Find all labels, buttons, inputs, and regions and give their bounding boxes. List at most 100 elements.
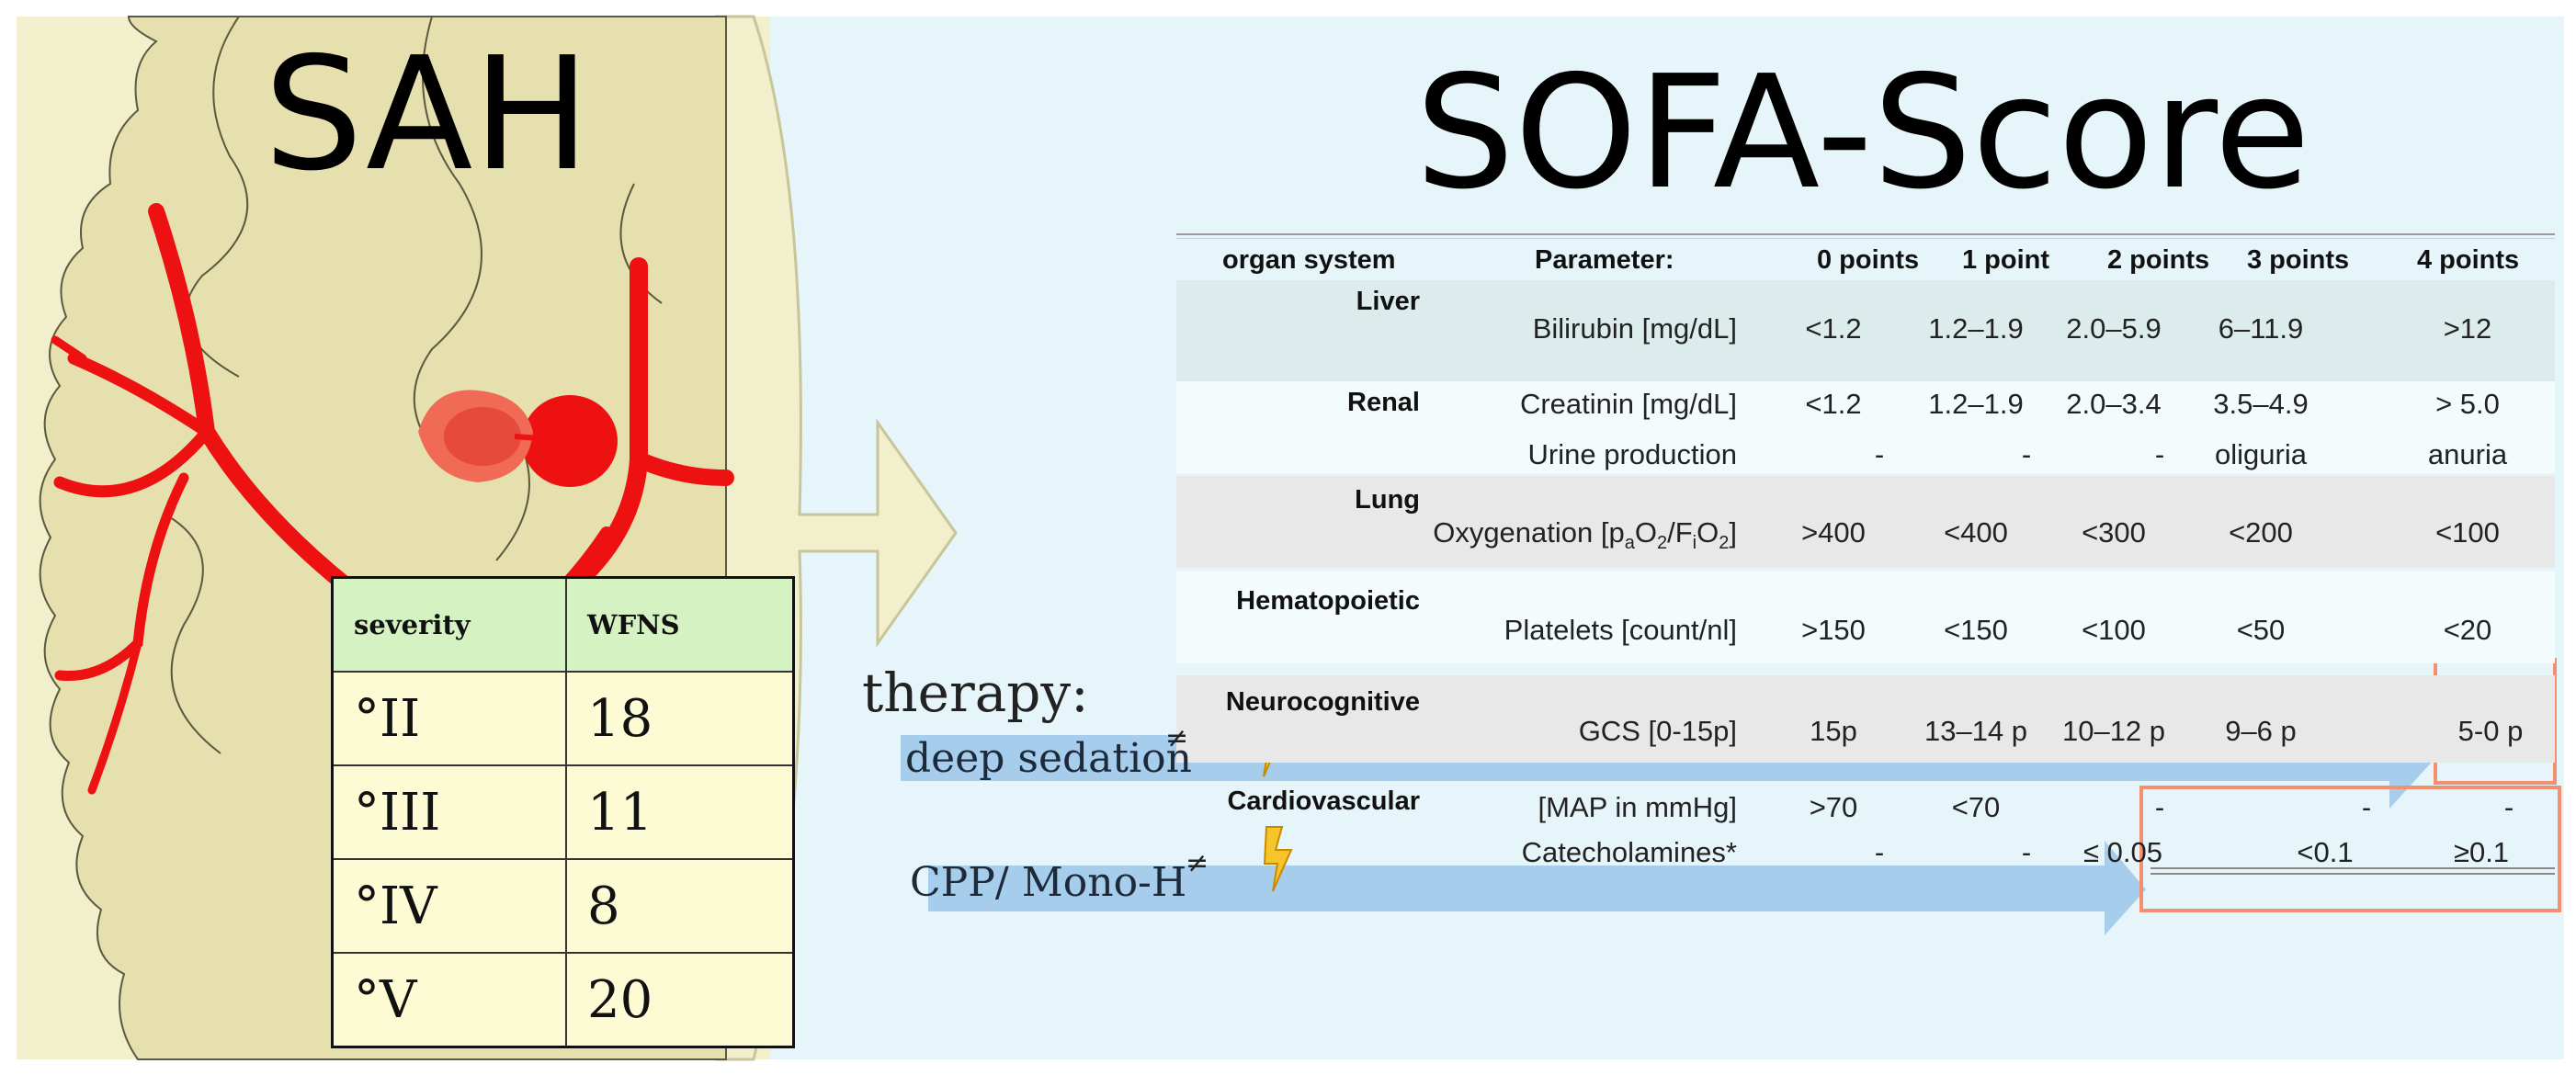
wfns-table: severity WFNS °II 18 °III 11 °IV 8 °V 20 bbox=[331, 576, 795, 1048]
value: 15p bbox=[1810, 715, 1857, 747]
param-gcs: GCS [0-15p] bbox=[1578, 715, 1737, 747]
wfns-severity: °IV bbox=[331, 858, 567, 954]
therapy-cpp-label: CPP/ Mono-H bbox=[910, 859, 1187, 906]
wfns-row: °II 18 bbox=[331, 671, 795, 766]
not-equal-mark: ≠ bbox=[1186, 847, 1209, 879]
wfns-value: 8 bbox=[565, 858, 795, 954]
value: <100 bbox=[2082, 614, 2146, 646]
value: > 5.0 bbox=[2435, 388, 2500, 420]
not-equal-mark: ≠ bbox=[1165, 722, 1189, 754]
col-header-parameter: Parameter: bbox=[1535, 245, 1674, 275]
wfns-header-row: severity WFNS bbox=[331, 576, 795, 673]
value: oliguria bbox=[2215, 438, 2307, 470]
value: - bbox=[2021, 836, 2032, 868]
value: 10–12 p bbox=[2061, 715, 2166, 747]
wfns-header-wfns: WFNS bbox=[565, 576, 795, 673]
param-creatinin: Creatinin [mg/dL] bbox=[1519, 388, 1737, 420]
param-urine: Urine production bbox=[1527, 438, 1737, 470]
organ-lung: Lung bbox=[1355, 485, 1420, 515]
value: - bbox=[2361, 791, 2372, 823]
gyrus-line bbox=[413, 16, 482, 479]
row-band-renal bbox=[1176, 381, 2555, 473]
value: - bbox=[2021, 438, 2032, 470]
row-band-hemato bbox=[1176, 571, 2555, 663]
gyrus-line bbox=[165, 514, 221, 754]
param-catecholamines: Catecholamines* bbox=[1521, 836, 1737, 868]
row-band-lung bbox=[1176, 476, 2555, 568]
value: <400 bbox=[1944, 516, 2008, 549]
lightning-bolt-icon bbox=[1263, 826, 1293, 892]
value: 9–6 p bbox=[2225, 715, 2297, 747]
wfns-row: °IV 8 bbox=[331, 858, 795, 954]
wfns-severity: °V bbox=[331, 952, 567, 1048]
wfns-severity: °II bbox=[331, 671, 567, 766]
table-bottom-line bbox=[2150, 867, 2555, 869]
hemorrhage-core bbox=[444, 407, 521, 466]
aneurysm-neck bbox=[514, 434, 552, 442]
col-header-4: 4 points bbox=[2417, 245, 2520, 275]
wfns-value: 11 bbox=[565, 764, 795, 860]
value: 3.5–4.9 bbox=[2213, 388, 2309, 420]
col-header-organ: organ system bbox=[1222, 245, 1396, 275]
organ-cardiovascular: Cardiovascular bbox=[1227, 786, 1420, 816]
value: 6–11.9 bbox=[2218, 312, 2304, 345]
value: <100 bbox=[2435, 516, 2500, 549]
param-oxygenation: Oxygenation [paO2/FiO2] bbox=[1433, 516, 1737, 554]
value: - bbox=[1874, 438, 1885, 470]
highlight-box-cardio bbox=[2139, 786, 2561, 912]
aneurysm bbox=[522, 395, 618, 487]
value: 5-0 p bbox=[2457, 715, 2524, 747]
col-header-1: 1 point bbox=[1962, 245, 2050, 275]
therapy-label: therapy: bbox=[862, 662, 1089, 724]
arteries bbox=[51, 203, 734, 795]
value: 1.2–1.9 bbox=[1928, 312, 2024, 345]
value: - bbox=[1874, 836, 1885, 868]
value: - bbox=[2154, 791, 2165, 823]
table-top-rule bbox=[1176, 233, 2555, 235]
value: 2.0–3.4 bbox=[2066, 388, 2162, 420]
col-header-0: 0 points bbox=[1817, 245, 1920, 275]
col-header-2: 2 points bbox=[2107, 245, 2210, 275]
therapy-sedation-label: deep sedation bbox=[905, 735, 1192, 782]
param-map: [MAP in mmHg] bbox=[1538, 791, 1737, 823]
row-band-liver bbox=[1176, 280, 2555, 381]
value: <1.2 bbox=[1805, 312, 1862, 345]
value: <300 bbox=[2082, 516, 2146, 549]
value: 1.2–1.9 bbox=[1928, 388, 2024, 420]
value: <0.1 bbox=[2297, 836, 2354, 868]
wfns-severity: °III bbox=[331, 764, 567, 860]
value: <1.2 bbox=[1805, 388, 1862, 420]
value: >70 bbox=[1809, 791, 1858, 823]
param-bilirubin: Bilirubin [mg/dL] bbox=[1532, 312, 1737, 345]
value: - bbox=[2503, 791, 2514, 823]
wfns-value: 18 bbox=[565, 671, 795, 766]
organ-liver: Liver bbox=[1356, 287, 1420, 316]
organ-neurocognitive: Neurocognitive bbox=[1225, 687, 1420, 717]
value: <150 bbox=[1944, 614, 2008, 646]
sah-title: SAH bbox=[264, 24, 591, 206]
gyrus-line bbox=[619, 183, 663, 304]
value: 2.0–5.9 bbox=[2066, 312, 2162, 345]
table-top-rule bbox=[1176, 238, 2555, 239]
row-band-neuro bbox=[1176, 675, 2555, 763]
value: <200 bbox=[2229, 516, 2293, 549]
wfns-value: 20 bbox=[565, 952, 795, 1048]
value: - bbox=[2154, 438, 2165, 470]
wfns-header-severity: severity bbox=[331, 576, 567, 673]
wfns-row: °V 20 bbox=[331, 952, 795, 1048]
value: anuria bbox=[2427, 438, 2508, 470]
organ-hematopoietic: Hematopoietic bbox=[1236, 586, 1420, 616]
value: <50 bbox=[2236, 614, 2286, 646]
value: ≤ 0.05 bbox=[2083, 836, 2162, 868]
value: >400 bbox=[1801, 516, 1866, 549]
wfns-row: °III 11 bbox=[331, 764, 795, 860]
therapy-arrow-cpp bbox=[928, 841, 2146, 935]
value: >12 bbox=[2443, 312, 2492, 345]
sofa-title: SOFA-Score bbox=[1415, 42, 2310, 224]
table-bottom-line bbox=[2150, 873, 2555, 875]
organ-renal: Renal bbox=[1347, 388, 1420, 417]
value: 13–14 p bbox=[1923, 715, 2028, 747]
value: ≥0.1 bbox=[2453, 836, 2510, 868]
param-platelets: Platelets [count/nl] bbox=[1504, 614, 1737, 646]
